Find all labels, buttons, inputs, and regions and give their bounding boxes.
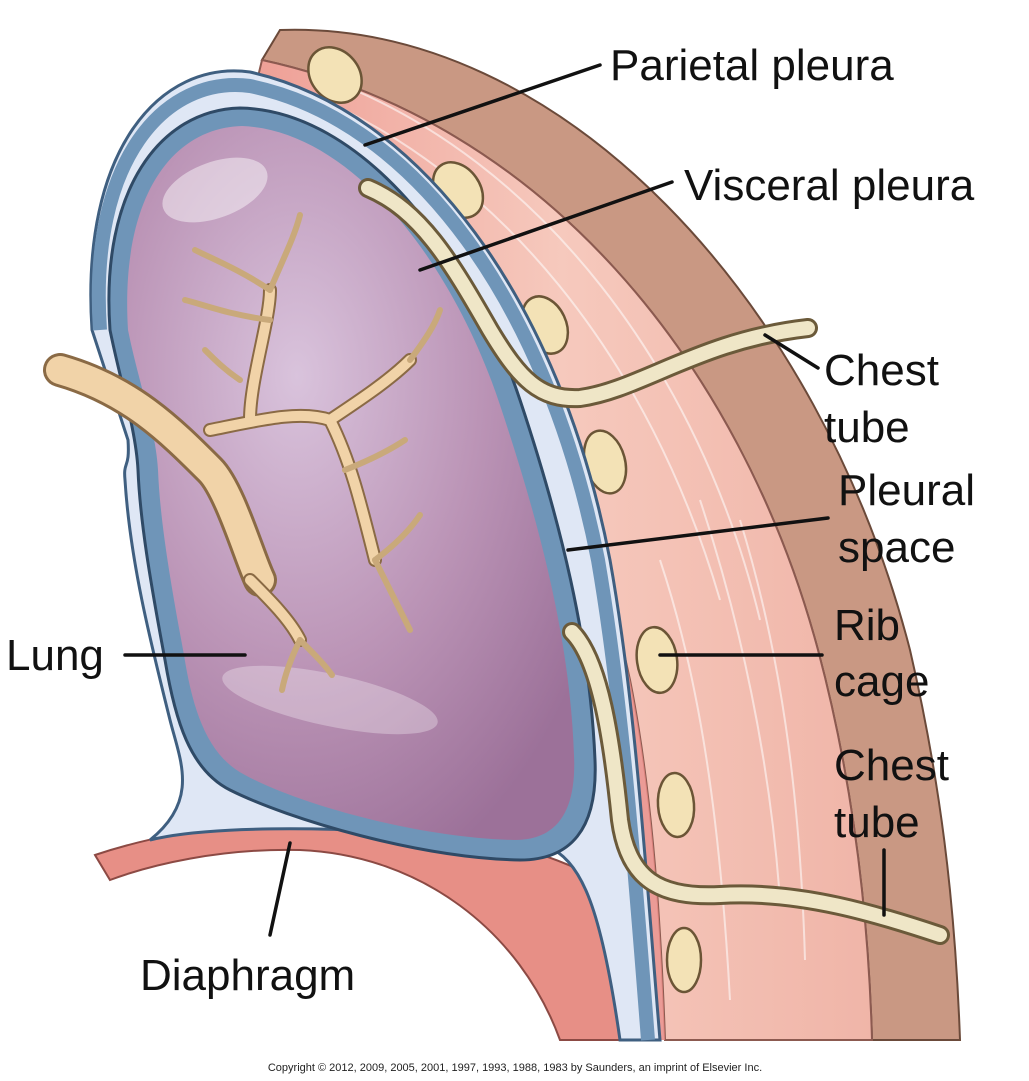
- rib: [667, 928, 701, 992]
- label-parietal-pleura: Parietal pleura: [610, 41, 894, 90]
- label-lung: Lung: [6, 631, 104, 680]
- label-chest-tube-upper-line2: tube: [824, 403, 910, 452]
- label-pleural-space-line2: space: [838, 523, 955, 572]
- leader-diaphragm: [270, 843, 290, 935]
- label-diaphragm: Diaphragm: [140, 951, 355, 1000]
- label-chest-tube-lower-line1: Chest: [834, 741, 949, 790]
- label-rib-cage-line1: Rib: [834, 601, 900, 650]
- copyright-notice: Copyright © 2012, 2009, 2005, 2001, 1997…: [268, 1062, 762, 1074]
- label-chest-tube-lower-line2: tube: [834, 798, 920, 847]
- label-chest-tube-upper-line1: Chest: [824, 346, 939, 395]
- label-pleural-space-line1: Pleural: [838, 466, 975, 515]
- label-visceral-pleura: Visceral pleura: [684, 161, 975, 210]
- label-rib-cage-line2: cage: [834, 657, 929, 706]
